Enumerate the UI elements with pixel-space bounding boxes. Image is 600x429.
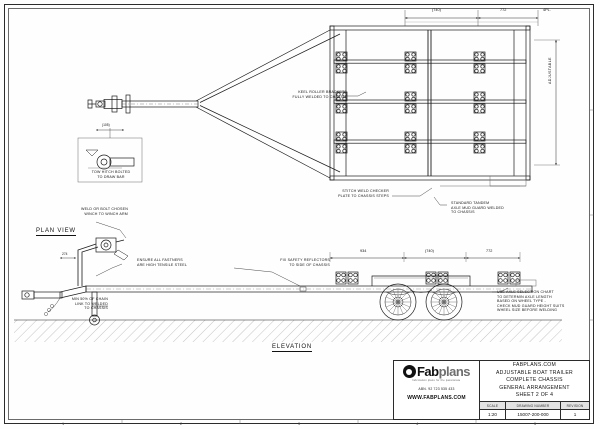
meta-value-row: 1:20 15007-200-000 1 xyxy=(480,409,589,419)
plan-dim-772: 772 xyxy=(500,8,507,12)
title-line-2: ADJUSTABLE BOAT TRAILER xyxy=(495,369,573,376)
brand-tagline: fabrication plans for the passionate xyxy=(412,379,461,382)
brand-fab: Fab xyxy=(416,364,439,379)
elev-dim-934: 934 xyxy=(360,249,367,253)
zone-mark-bottom-3: 3 xyxy=(298,421,301,426)
note-axle-chart: USE AXLE SELECTION CHART TO DETERMIN AXL… xyxy=(497,290,565,313)
note-tow-hitch: TOW HITCH BOLTED TO DRAW BAR xyxy=(91,170,131,179)
title-line-4: GENERAL ARRANGEMENT xyxy=(499,384,570,391)
revision-header: REVISION xyxy=(561,402,589,409)
revision-value: 1 xyxy=(573,412,577,417)
note-winch: WELD OR BOLT CHOSEN WINCH TO WINCH ARM xyxy=(81,207,128,216)
elev-dim-772: 772 xyxy=(486,249,493,253)
note-stitch-weld: STITCH WELD CHECKER PLATE TO CHASSIS STE… xyxy=(338,189,389,198)
elev-dim-740: (740) xyxy=(425,249,434,253)
plan-dim-740: (740) xyxy=(432,8,441,12)
title-line-3: COMPLETE CHASSIS xyxy=(506,377,563,384)
title-block: Fabplans fabrication plans for the passi… xyxy=(393,360,590,420)
drawing-number-header: DRAWING NUMBER xyxy=(506,402,561,409)
drawing-number-value: 15007-200-000 xyxy=(506,410,561,419)
scale-value: 1:20 xyxy=(480,410,506,419)
elevation-label: ELEVATION xyxy=(272,344,312,352)
drawing-title-lines: FABPLANS.COM ADJUSTABLE BOAT TRAILER COM… xyxy=(480,361,589,401)
meta-header-row: SCALE DRAWING NUMBER REVISION xyxy=(480,401,589,409)
winch-arm-dim: 274 xyxy=(62,252,68,256)
note-keel-roller: KEEL ROLLER BRACKETS FULLY WELDED TO CHA… xyxy=(292,90,347,99)
note-reflectors: FIX SAFETY REFLECTORS TO SIDE OF CHASSIS xyxy=(280,258,330,267)
abn-text: ABN. 92 723 535 433 xyxy=(418,387,455,391)
brand-plans: plans xyxy=(438,364,471,379)
brand-wordmark: Fabplans xyxy=(416,364,471,379)
note-fasteners: ENSURE ALL FASTNERS ARE HIGH TENSILE STE… xyxy=(137,258,188,267)
sheet-border-outer xyxy=(4,4,594,424)
info-cell: FABPLANS.COM ADJUSTABLE BOAT TRAILER COM… xyxy=(480,361,589,419)
title-line-5: SHEET 2 OF 4 xyxy=(515,392,554,399)
zone-mark-bottom-5: 5 xyxy=(534,421,537,426)
hitch-detail-dim: (105) xyxy=(102,123,110,127)
scale-header: SCALE xyxy=(480,402,506,409)
note-mud-guard: STANDARD TANDEM AXLE MUD GUARD WELDED TO… xyxy=(451,201,504,215)
plan-dim-4pl: 4PL. xyxy=(543,8,551,12)
note-chain: MIN 50% OF CHAIN LINK TO WELDED TO CHASS… xyxy=(71,297,108,311)
plan-view-label: PLAN VIEW xyxy=(36,228,76,236)
title-line-1: FABPLANS.COM xyxy=(512,362,557,369)
logo-cell: Fabplans fabrication plans for the passi… xyxy=(394,361,480,419)
zone-mark-bottom-1: 1 xyxy=(62,421,65,426)
adjustable-dim-label: ADJUSTABLE xyxy=(548,57,552,84)
website-text: WWW.FABPLANS.COM xyxy=(407,395,466,401)
zone-mark-bottom-4: 4 xyxy=(416,421,419,426)
sheet-border-inner xyxy=(8,8,590,420)
zone-mark-bottom-2: 2 xyxy=(180,421,183,426)
gear-icon xyxy=(402,365,416,378)
logo-row: Fabplans xyxy=(402,364,471,379)
